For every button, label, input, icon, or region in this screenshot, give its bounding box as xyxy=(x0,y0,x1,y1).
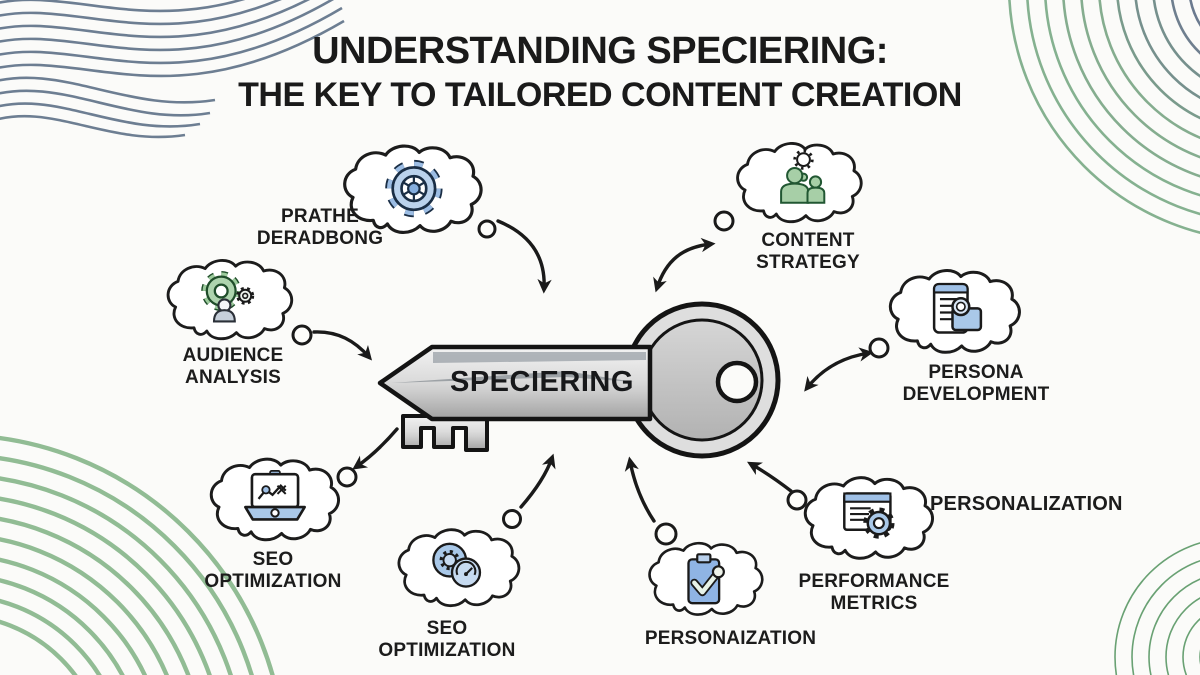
bubble-label-performance-metrics: PERFORMANCE METRICS xyxy=(798,571,950,615)
bubble-persona-development xyxy=(888,269,1021,354)
bubble-seo-optimization-center xyxy=(397,528,521,608)
thought-dot xyxy=(713,210,735,232)
arrow-gear-to-key xyxy=(496,219,552,294)
laptop-chart-icon xyxy=(244,470,306,521)
thought-dot xyxy=(477,219,497,239)
team-gear-icon xyxy=(780,149,826,204)
page-title: UNDERSTANDING SPECIERING: THE KEY TO TAI… xyxy=(0,28,1200,115)
bubble-content-strategy xyxy=(736,142,863,224)
bubble-label-content-strategy: CONTENT STRATEGY xyxy=(756,230,860,274)
title-line-2: THE KEY TO TAILORED CONTENT CREATION xyxy=(238,75,962,114)
browser-gear-icon xyxy=(843,492,895,539)
document-camera-icon xyxy=(932,282,983,334)
bubble-personaization xyxy=(648,541,764,616)
arrow-key-to-seo-left xyxy=(352,427,399,470)
key-label: SPECIERING xyxy=(450,366,634,398)
floating-label-personalization: PERSONALIZATION xyxy=(930,493,1123,515)
clipboard-check-icon xyxy=(687,553,725,605)
bubble-label-persona-development: PERSONA DEVELOPMENT xyxy=(902,362,1050,406)
key-shaft xyxy=(377,344,653,422)
bubble-prathe-deradbong xyxy=(343,144,483,234)
key-hole xyxy=(715,360,759,404)
bubble-label-audience-analysis: AUDIENCE ANALYSIS xyxy=(182,345,284,389)
gear-gauge-icon xyxy=(432,542,482,588)
arrow-key-persona-development xyxy=(804,347,874,392)
arrow-seo-center-to-key xyxy=(519,453,556,509)
circle-pattern-bottom-right xyxy=(1114,542,1200,675)
title-line-1: UNDERSTANDING SPECIERING: xyxy=(312,30,888,72)
key-teeth xyxy=(401,414,489,452)
thought-dot xyxy=(502,509,522,529)
arrow-personaization-to-key xyxy=(624,456,656,523)
bubble-label-personaization: PERSONAIZATION xyxy=(644,628,817,649)
key-illustration xyxy=(377,301,781,459)
arrow-audience-to-key xyxy=(312,330,373,361)
bubble-seo-optimization-left xyxy=(209,457,341,542)
bubble-label-seo-optimization-center: SEO OPTIMIZATION xyxy=(378,618,516,662)
thought-dot xyxy=(868,337,890,359)
thought-dot xyxy=(786,489,808,511)
bubble-performance-metrics xyxy=(803,476,935,560)
wave-pattern-top-left xyxy=(0,0,345,139)
bubble-label-prathe-deradbong: PRATHE DERADBONG xyxy=(256,206,384,250)
thought-dot xyxy=(291,324,313,346)
bubble-label-seo-optimization-left: SEO OPTIMIZATION xyxy=(204,549,342,593)
arrow-performance-to-key xyxy=(747,461,793,493)
thought-dot xyxy=(654,522,678,546)
bubble-audience-analysis xyxy=(166,258,294,341)
thought-dot xyxy=(336,466,358,488)
arrow-key-content-strategy xyxy=(653,237,716,293)
gear-icon xyxy=(385,159,443,218)
